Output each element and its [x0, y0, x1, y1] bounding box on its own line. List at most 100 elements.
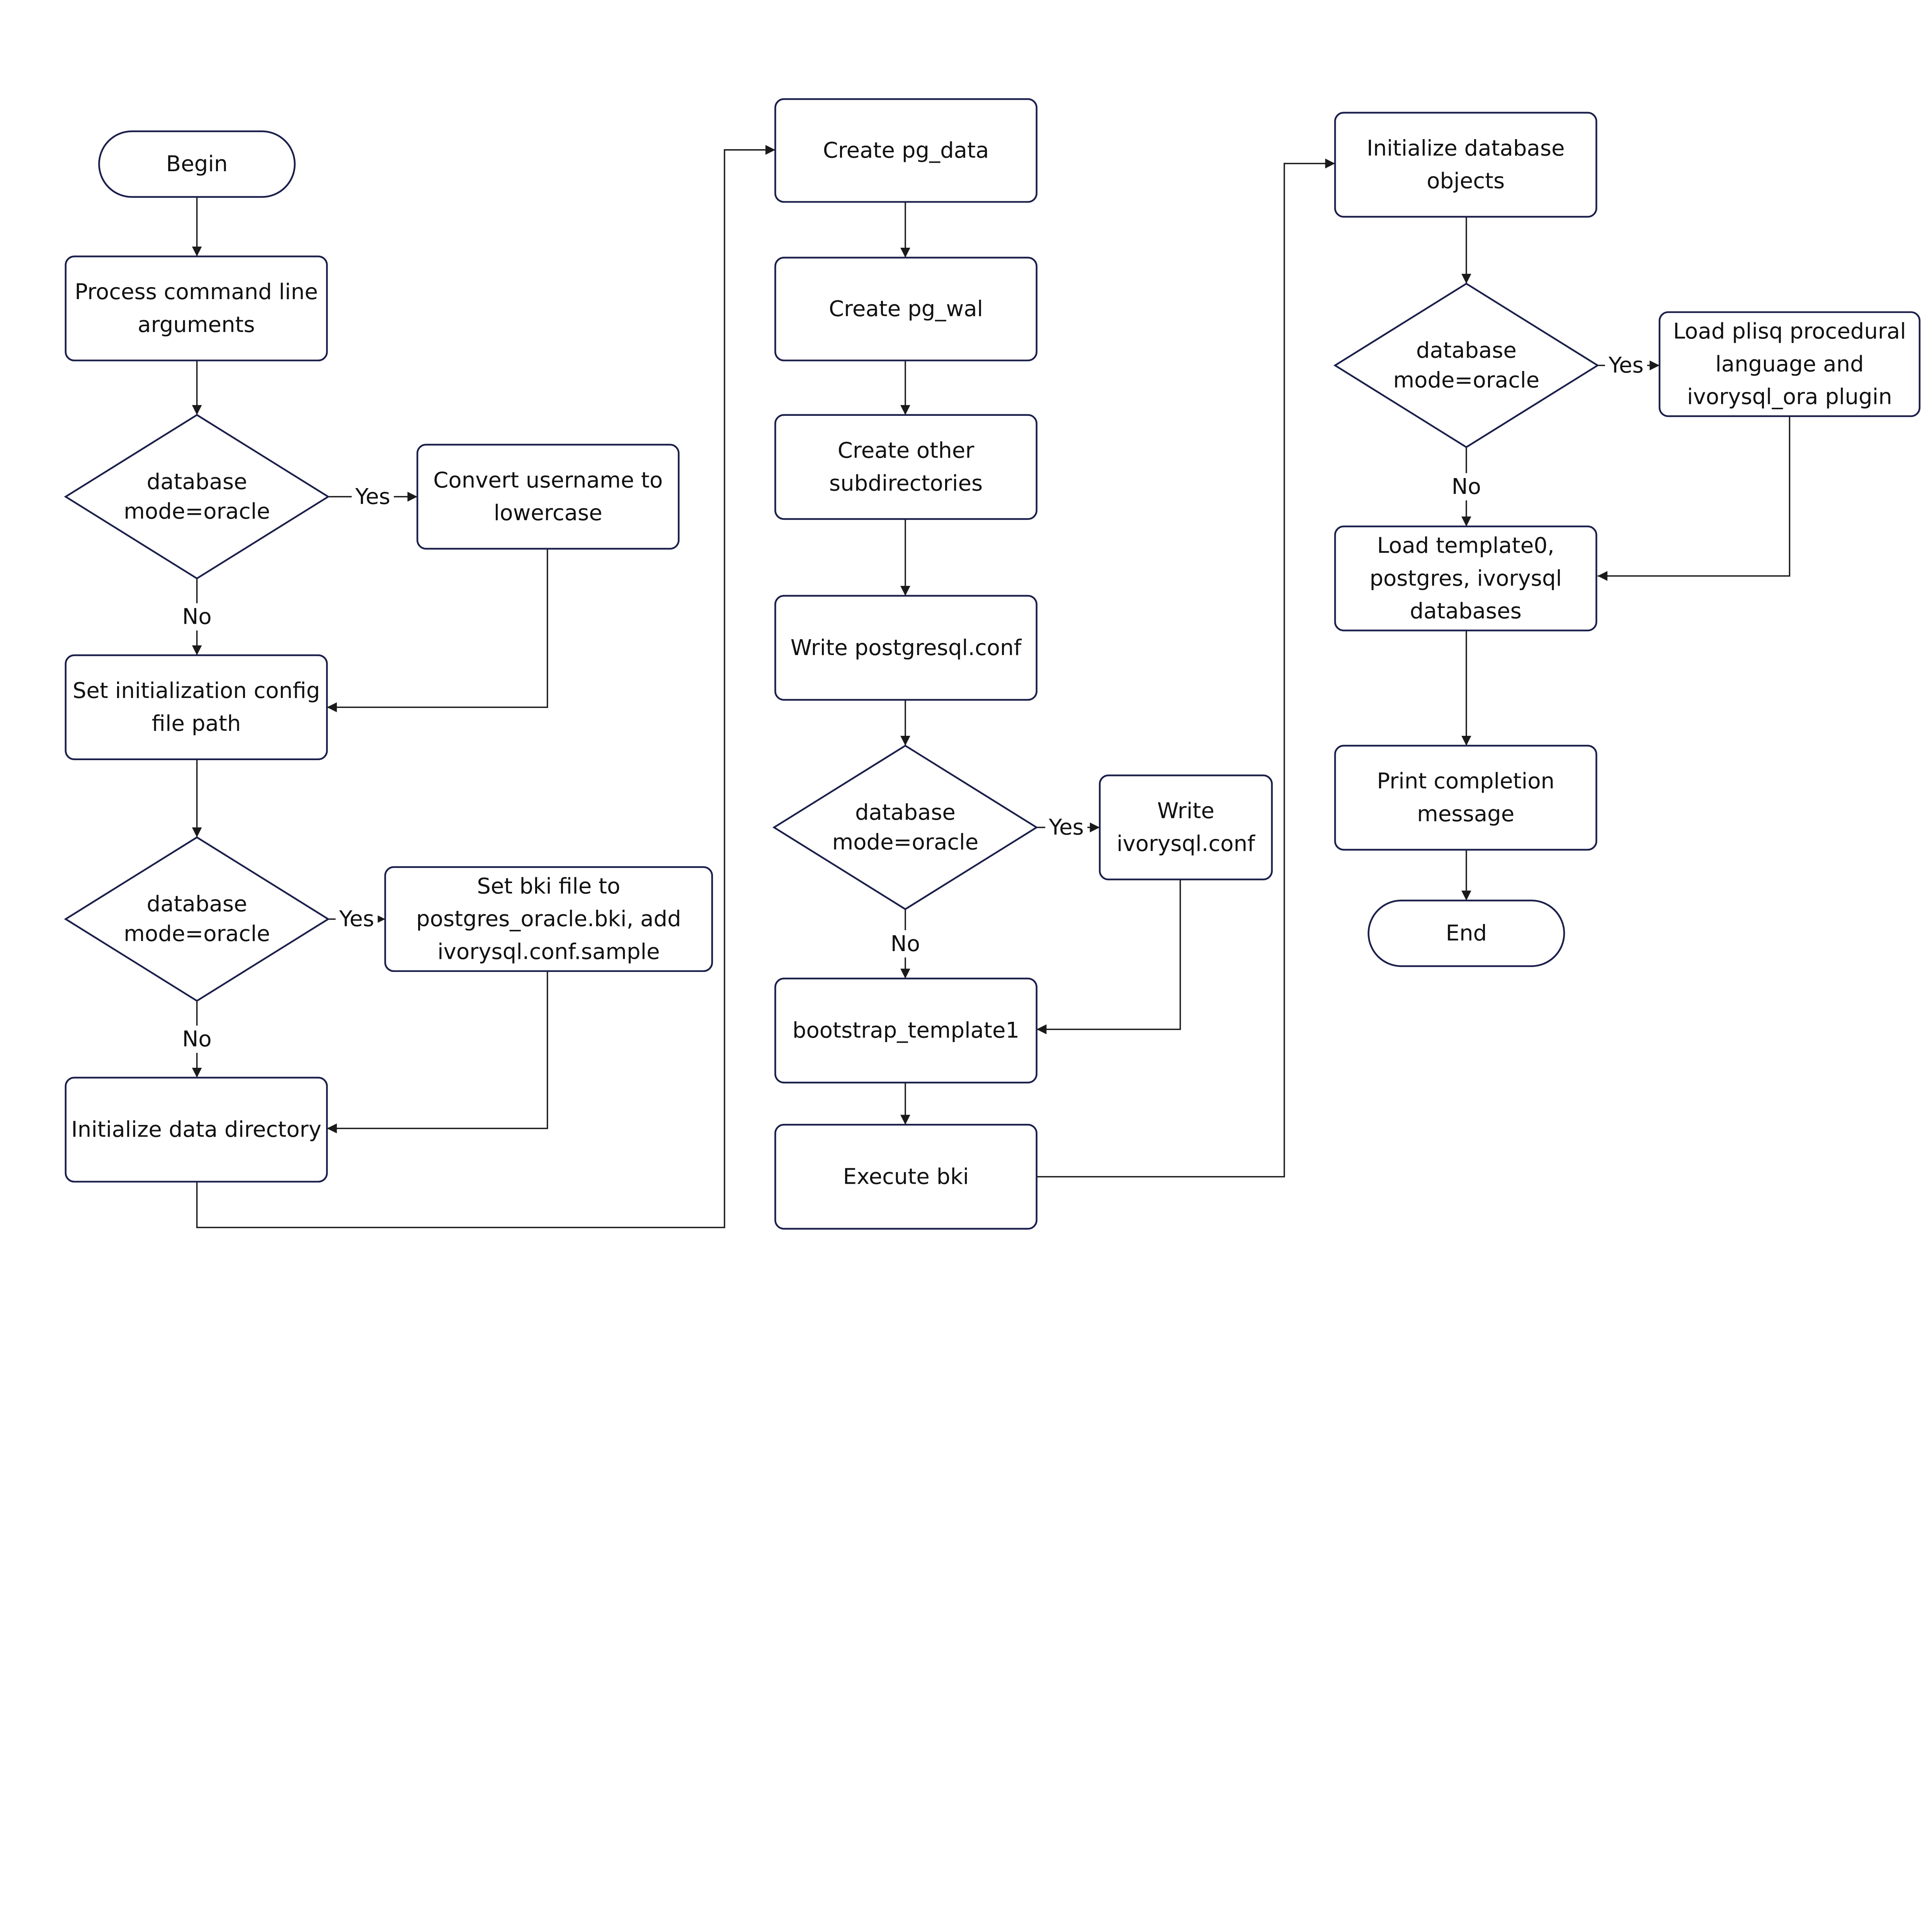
node-text-line: Initialize data directory	[71, 1117, 321, 1142]
edge-label-no: No	[1452, 474, 1481, 499]
edge-label-yes: Yes	[1608, 353, 1644, 378]
node-text-line: Create pg_data	[823, 138, 989, 163]
edge-label-no: No	[891, 931, 920, 956]
edge-label-background	[1451, 473, 1481, 500]
edge-label-background	[1605, 352, 1647, 379]
node-text-line: message	[1417, 802, 1514, 827]
connector-init_data_dir-to-create_pg_data	[196, 145, 776, 1229]
edge-label-yes: Yes	[1048, 815, 1084, 840]
node-text-line: Set bki file to	[477, 874, 620, 899]
node-text-line: arguments	[138, 312, 255, 337]
process-box	[384, 866, 713, 972]
process-box	[774, 1124, 1037, 1230]
edge-label-background	[182, 1025, 212, 1053]
node-create-pg-data[interactable]: Create pg_data	[774, 98, 1037, 203]
node-text-line: file path	[152, 711, 241, 736]
node-text-line: Execute bki	[843, 1164, 969, 1189]
node-text-line: database	[147, 892, 247, 917]
node-text-line: Load template0,	[1377, 533, 1554, 558]
edge-label-background	[1045, 813, 1088, 841]
process-box	[1334, 745, 1597, 851]
decision-diamond	[64, 836, 330, 1002]
connector-set_bki-to-init_data_dir	[327, 971, 548, 1133]
process-box	[774, 595, 1037, 701]
process-box	[1099, 774, 1273, 880]
edge-label-background	[335, 905, 378, 933]
node-text-line: Print completion	[1377, 769, 1554, 794]
process-box	[774, 257, 1037, 361]
connector-execute_bki-to-init_db_objects	[1036, 158, 1335, 1178]
node-text-line: mode=oracle	[1393, 368, 1540, 393]
node-init-data-dir[interactable]: Initialize data directory	[65, 1077, 328, 1183]
connector-write_ivorysql_conf-to-bootstrap_template1	[1036, 879, 1181, 1035]
node-decision-2[interactable]: database mode=oracle	[64, 836, 330, 1002]
node-set-config-path[interactable]: Set initialization config file path	[65, 654, 328, 760]
node-convert-username[interactable]: Convert username to lowercase	[416, 444, 680, 550]
process-box	[416, 444, 680, 550]
node-create-pg-wal[interactable]: Create pg_wal	[774, 257, 1037, 361]
node-begin[interactable]: Begin	[98, 130, 296, 198]
node-text-line: End	[1446, 921, 1487, 946]
node-write-postgresql-conf[interactable]: Write postgresql.conf	[774, 595, 1037, 701]
edge-label-yes: Yes	[355, 484, 390, 509]
process-box	[65, 654, 328, 760]
edge-label-background	[182, 603, 212, 631]
node-text-line: ivorysql.conf.sample	[437, 939, 660, 965]
node-text-line: database	[855, 800, 956, 825]
edge-label-yes: Yes	[339, 907, 374, 932]
node-text-line: Process command line	[75, 279, 318, 305]
edge-label-no: No	[182, 604, 211, 630]
decision-diamond	[772, 744, 1038, 910]
process-box	[1334, 112, 1597, 218]
node-text-line: objects	[1427, 168, 1505, 194]
node-text-line: subdirectories	[829, 471, 983, 496]
node-text-line: mode=oracle	[124, 921, 270, 946]
node-text-line: databases	[1410, 599, 1522, 624]
node-bootstrap-template1[interactable]: bootstrap_template1	[774, 977, 1037, 1084]
process-box	[774, 414, 1037, 520]
node-text-line: Convert username to	[433, 468, 663, 493]
node-text-line: bootstrap_template1	[793, 1018, 1019, 1043]
decision-diamond	[64, 414, 330, 580]
node-load-plisql[interactable]: Load plisq procedural language and ivorysq…	[1658, 311, 1921, 417]
node-text-line: database	[1416, 338, 1517, 363]
node-text-line: mode=oracle	[124, 499, 270, 524]
node-end[interactable]: End	[1367, 899, 1565, 967]
node-decision-1[interactable]: database mode=oracle	[64, 414, 330, 580]
node-text-line: ivorysql_ora plugin	[1687, 385, 1892, 410]
edge-label-no: No	[182, 1027, 211, 1052]
node-print-completion[interactable]: Print completion message	[1334, 745, 1597, 851]
node-decision-4[interactable]: database mode=oracle	[1333, 283, 1599, 448]
process-box	[1334, 525, 1597, 631]
process-box	[1658, 311, 1921, 417]
node-text-line: database	[147, 469, 247, 494]
node-text-line: lowercase	[494, 500, 602, 526]
node-execute-bki[interactable]: Execute bki	[774, 1124, 1037, 1230]
connector-load_plisql-to-load_templates	[1597, 416, 1791, 581]
node-init-db-objects[interactable]: Initialize database objects	[1334, 112, 1597, 218]
process-box	[65, 255, 328, 361]
decision-diamond	[1333, 283, 1599, 448]
node-text-line: Load plisq procedural	[1673, 319, 1906, 344]
node-text-line: postgres_oracle.bki, add	[416, 907, 681, 932]
node-text-line: language and	[1715, 352, 1864, 377]
node-text-line: Set initialization config	[73, 678, 320, 703]
node-text-line: Create other	[838, 438, 975, 463]
node-text-line: Begin	[166, 151, 228, 177]
node-text-line: Initialize database	[1367, 136, 1565, 161]
process-box	[774, 98, 1037, 203]
terminal-shape	[98, 130, 296, 198]
node-process-args[interactable]: Process command line arguments	[65, 255, 328, 361]
node-text-line: Write postgresql.conf	[791, 635, 1022, 660]
node-text-line: Create pg_wal	[829, 296, 983, 322]
node-text-line: ivorysql.conf	[1117, 831, 1255, 856]
process-box	[65, 1077, 328, 1183]
node-set-bki[interactable]: Set bki file to postgres_oracle.bki, add i…	[384, 866, 713, 972]
node-load-templates[interactable]: Load template0,postgres, ivorysqldatabas…	[1334, 525, 1597, 631]
node-create-subdirs[interactable]: Create other subdirectories	[774, 414, 1037, 520]
